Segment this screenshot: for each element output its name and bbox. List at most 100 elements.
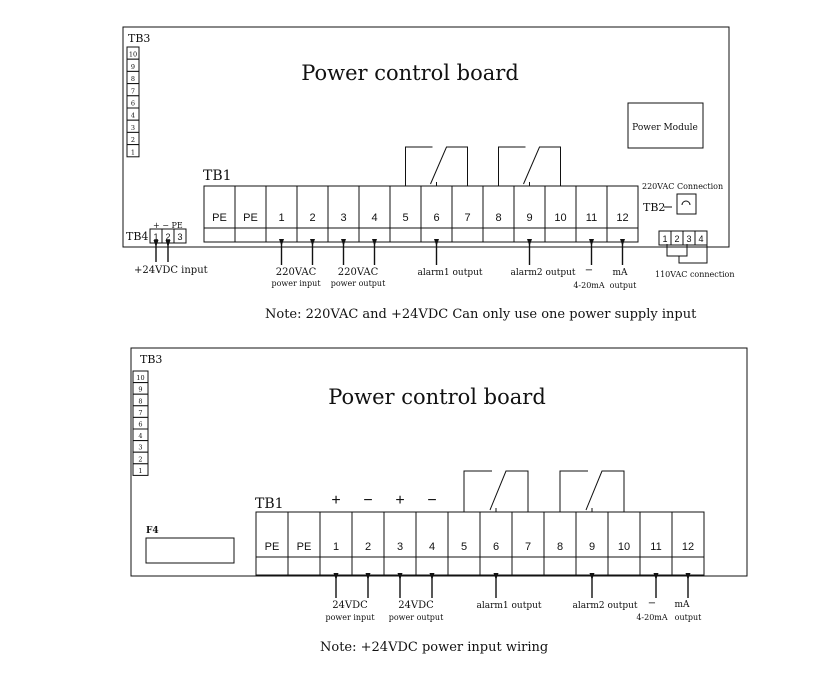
arrow-1-term-10-head [527,239,532,246]
board-title-2: Power control board [328,385,546,409]
tb2-jumper-box [676,193,697,215]
tb3-2-pin: 9 [138,386,142,394]
arrow-2-term-10-head [589,573,595,580]
tb1-1-terminal-label: 11 [586,212,597,224]
tb1-2-terminal-label: 4 [429,541,435,553]
note-1: Note: 220VAC and +24VDC Can only use one… [265,307,697,322]
vdc24-output-label-l2: power output [389,613,444,622]
arrow-2-term-2-head [333,573,339,580]
tb3-2-pin: 7 [138,409,142,417]
tb1-2-terminal-label: 3 [397,541,403,553]
alarm2-output-label-2: alarm2 output [572,601,637,611]
tb3-2-pin: 10 [136,374,144,382]
vdc24-input-label: +24VDC input [134,265,208,276]
tb3-1-pin: 2 [131,136,135,144]
tb1-1-terminal-label: 12 [616,212,628,224]
tb1-2-terminal-label: 12 [682,541,694,553]
board-title-1: Power control board [301,61,519,85]
alarm1-output-label-1: alarm1 output [417,268,482,278]
vac220-input-label-l1: 220VAC [276,267,317,278]
relay-1-contact-b [498,146,561,186]
tb3-2-cell [132,463,149,476]
tb3-1-cell [126,144,140,158]
ma-range-label-1: 4-20mA [573,281,605,290]
ma-sign-2: − [648,598,656,609]
tb4-arrows [153,240,171,262]
arrow-2-term-4-head [397,573,403,580]
vdc24-output-label-l1: 24VDC [398,600,434,611]
polarity-sign: + [395,492,404,509]
arrow-2-term-7-head [493,573,499,580]
tb3-1-pin: 4 [131,112,135,120]
f4-box [145,537,235,564]
tb3-1-pin: 3 [131,124,135,132]
ma-label-l1-2: mA [674,600,690,610]
terminal-arrows-2 [333,573,691,598]
tb1-2-terminal-label: PE [297,541,312,553]
terminal-arrows-1 [279,239,625,265]
alarm2-output-label-1: alarm2 output [510,268,575,278]
arrow-2-term-3-head [365,573,371,580]
arrow-1-term-7-head [434,239,439,246]
tb1-2-terminal-label: 11 [650,541,661,553]
tb1-1-terminal-label: 6 [433,212,439,224]
tb1-1-terminal-label: 4 [371,212,377,224]
tb2-110-jumpers [666,244,708,264]
tb1-1-terminal-label: 1 [278,212,284,224]
tb1-1-terminal-label: 7 [464,212,470,224]
tb1-2-terminal-label: 9 [589,541,595,553]
tb1-1-terminal-label: 8 [495,212,501,224]
ma-label-l1-1: mA [612,268,628,278]
relay-1-contact-a [405,146,468,186]
tb1-2-terminal [671,511,705,576]
vdc24-input-label-l2: power input [325,613,375,622]
tb4-arrow-minus-head [165,240,171,247]
tb3-2-pin: 8 [138,397,142,405]
tb3-1-pin: 1 [131,148,135,156]
tb3-2-pin: 6 [138,421,142,429]
tb1-2-terminal [447,511,481,576]
polarity-signs-2: +−+− [331,492,436,509]
tb1-label-2: TB1 [255,496,284,512]
vac110-connection-label: 110VAC connection [655,270,735,279]
relay-contacts-1 [405,146,561,186]
tb3-1-pin: 8 [131,75,135,83]
tb1-1-terminal-label: 3 [340,212,346,224]
ma-label-l2-2: output [675,613,702,622]
tb4-label: TB4 [126,230,148,243]
tb1-2-terminal [383,511,417,576]
tb1-1-terminal [296,185,329,243]
tb3-2-pin: 4 [138,432,142,440]
tb2-label: TB2 [643,201,665,214]
arrow-1-term-12-head [589,239,594,246]
tb1-1-terminal [358,185,391,243]
polarity-sign: − [363,492,372,509]
vac220-connection-label: 220VAC Connection [642,182,723,191]
arrow-1-term-5-head [372,239,377,246]
tb3-1-pin: 10 [129,51,137,59]
relay-contacts-2 [463,470,625,512]
tb1-1-terminal-label: 9 [526,212,532,224]
tb1-2-terminal [639,511,673,576]
relay-2-contact-a [463,470,529,512]
tb1-2-terminal-label: PE [265,541,280,553]
tb3-1-pin: 9 [131,63,135,71]
arrow-2-term-13-head [685,573,691,580]
tb1-1-terminal [234,185,267,243]
tb2-pin: 4 [698,234,703,244]
tb1-2-terminal [255,511,289,576]
tb1-label-1: TB1 [203,168,232,184]
tb4-cell [173,228,187,244]
tb2-cell [694,230,708,246]
arrow-2-term-5-head [429,573,435,580]
tb1-1-terminal [606,185,639,243]
tb4-pin: 1 [153,232,158,242]
tb1-1-terminal [327,185,360,243]
tb3-1-pin: 7 [131,87,135,95]
arrow-1-term-13-head [620,239,625,246]
ma-sign-1: − [585,265,593,276]
